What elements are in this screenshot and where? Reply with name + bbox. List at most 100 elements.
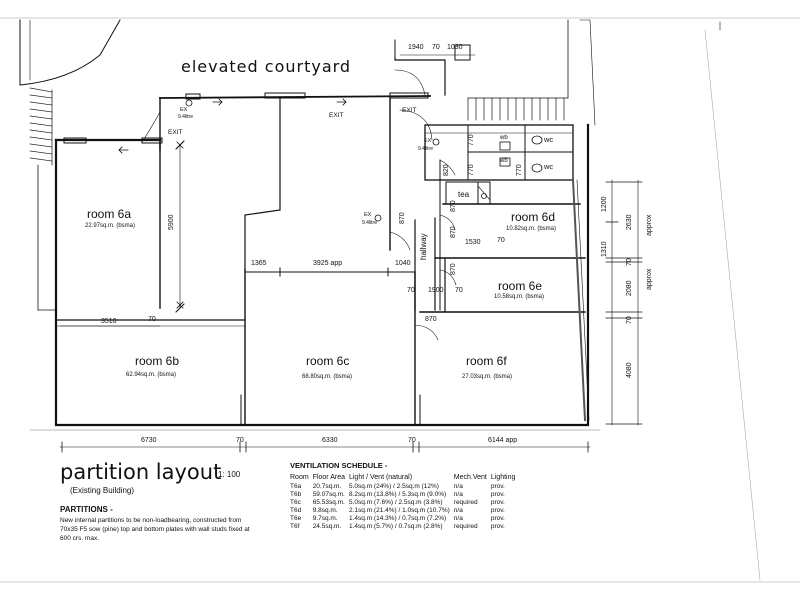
table-cell: n/a — [453, 491, 463, 498]
approx-label: approx — [646, 268, 653, 290]
table-cell: 24.5sq.m. — [312, 523, 342, 530]
extinguisher-label: EX — [180, 107, 188, 113]
table-cell: T6e — [290, 515, 302, 522]
room-name: room 6e — [498, 279, 543, 293]
tea-room-label: tea — [458, 190, 470, 199]
table-header-row: Room Floor Area Light / Vent (natural) M… — [290, 474, 519, 483]
table-cell: 9.8sq.m. — [312, 507, 338, 514]
table-cell: 2.1sq.m (21.4%) / 1.0sq.m (10.7%) — [348, 507, 450, 514]
ventilation-heading: VENTILATION SCHEDULE - — [290, 461, 388, 470]
dimension-label: 820 — [443, 164, 450, 176]
dimension-label: 6730 — [141, 437, 157, 444]
table-row: T6e 9.7sq.m. 1.4sq.m (14.3%) / 0.7sq.m (… — [290, 515, 519, 523]
wb-label: wb — [500, 158, 508, 164]
dimension-label: 70 — [407, 287, 415, 294]
table-cell: n/a — [453, 507, 463, 514]
dimension-label: 1310 — [601, 241, 608, 257]
dimension-label: 70 — [408, 437, 416, 444]
column-header: Room — [290, 474, 309, 481]
dimension-label: 3925 app — [313, 260, 343, 267]
dimension-label: 870 — [450, 200, 457, 212]
wc-label: wc — [544, 135, 554, 144]
table-cell: 59.07sq.m. — [312, 491, 345, 498]
partitions-notes: New internal partitions to be non-loadbe… — [60, 517, 250, 542]
wb-label: wb — [500, 135, 508, 141]
extinguisher-capacity: 9.4litre — [418, 146, 434, 152]
dimension-label: 70 — [497, 237, 505, 244]
table-cell: n/a — [453, 515, 463, 522]
table-cell: n/a — [453, 483, 463, 490]
room-name: room 6b — [135, 354, 180, 368]
dimension-label: 70 — [455, 287, 463, 294]
room-area: 27.03sq.m. (bsma) — [462, 374, 513, 380]
dimension-label: 70 — [432, 44, 440, 51]
table-cell: T6a — [290, 483, 302, 490]
room-area: 22.97sq.m. (bsma) — [85, 223, 136, 229]
dimension-label: 5900 — [168, 214, 175, 230]
table-cell: 1.4sq.m (5.7%) / 0.7sq.m (2.8%) — [348, 523, 443, 530]
drawing-title: partition layout — [60, 460, 222, 484]
column-header: Lighting — [490, 474, 516, 481]
dimension-label: 2630 — [626, 214, 633, 230]
table-row: T6c 65.53sq.m. 5.0sq.m (7.6%) / 2.5sq.m … — [290, 499, 519, 507]
table-cell: required — [453, 499, 478, 506]
table-cell: prov. — [490, 523, 505, 530]
dimension-label: 6144 app — [488, 437, 518, 444]
column-header: Light / Vent (natural) — [348, 474, 413, 481]
dimension-label: 870 — [399, 212, 406, 224]
approx-label: approx — [646, 214, 653, 236]
table-cell: 8.2sq.m (13.8%) / 5.3sq.m (9.0%) — [348, 491, 447, 498]
table-cell: T6d — [290, 507, 302, 514]
dimension-label: 1940 — [408, 44, 424, 51]
dimension-label: 4080 — [626, 362, 633, 378]
room-name: room 6d — [511, 210, 556, 224]
table-row: T6b 59.07sq.m. 8.2sq.m (13.8%) / 5.3sq.m… — [290, 491, 519, 499]
room-area: 62.94sq.m. (bsma) — [126, 372, 177, 378]
dimension-label: 2080 — [626, 280, 633, 296]
room-name: room 6f — [466, 354, 507, 368]
table-cell: prov. — [490, 483, 505, 490]
table-cell: T6c — [290, 499, 301, 506]
dimension-label: 1030 — [447, 44, 463, 51]
dimension-label: 770 — [516, 164, 523, 176]
room-name: room 6c — [306, 354, 350, 368]
room-area: 10.82sq.m. (bsma) — [506, 226, 557, 232]
table-cell: 20.7sq.m. — [312, 483, 342, 490]
table-cell: 5.0sq.m (7.6%) / 2.5sq.m (3.8%) — [348, 499, 443, 506]
dimension-label: 1365 — [251, 260, 267, 267]
column-header: Mech.Vent — [453, 474, 487, 481]
dimension-label: 70 — [148, 316, 156, 323]
table-cell: prov. — [490, 507, 505, 514]
drawing-scale: 1: 100 — [218, 470, 241, 479]
dimension-label: 1200 — [601, 196, 608, 212]
exit-label: EXIT — [168, 129, 183, 136]
dimension-label: 1900 — [428, 287, 444, 294]
extinguisher-label: EX — [424, 138, 432, 144]
dimension-label: 3510 — [101, 318, 117, 325]
table-cell: T6b — [290, 491, 302, 498]
courtyard-label: elevated courtyard — [181, 57, 352, 76]
table-cell: 5.0sq.m (24%) / 2.5sq.m (12%) — [348, 483, 439, 490]
drawing-subtitle: (Existing Building) — [70, 486, 135, 495]
exit-label: EXIT — [329, 112, 344, 119]
table-cell: prov. — [490, 491, 505, 498]
table-row: T6a 20.7sq.m. 5.0sq.m (24%) / 2.5sq.m (1… — [290, 483, 519, 491]
dimension-label: 70 — [626, 258, 633, 266]
hallway-label: hallway — [419, 233, 428, 260]
table-row: T6d 9.8sq.m. 2.1sq.m (21.4%) / 1.0sq.m (… — [290, 507, 519, 515]
room-area: 10.58sq.m. (bsma) — [494, 294, 545, 300]
table-cell: T6f — [290, 523, 300, 530]
dimension-label: 70 — [626, 316, 633, 324]
dimension-label: 1040 — [395, 260, 411, 267]
dimension-label: 870 — [450, 226, 457, 238]
room-name: room 6a — [87, 207, 132, 221]
dimension-label: 870 — [450, 263, 457, 275]
table-cell: prov. — [490, 515, 505, 522]
table-row: T6f 24.5sq.m. 1.4sq.m (5.7%) / 0.7sq.m (… — [290, 523, 519, 531]
extinguisher-capacity: 9.4litre — [362, 220, 378, 226]
extinguisher-label: EX — [364, 212, 372, 218]
dimension-label: 6330 — [322, 437, 338, 444]
wc-label: wc — [544, 162, 554, 171]
column-header: Floor Area — [312, 474, 345, 481]
